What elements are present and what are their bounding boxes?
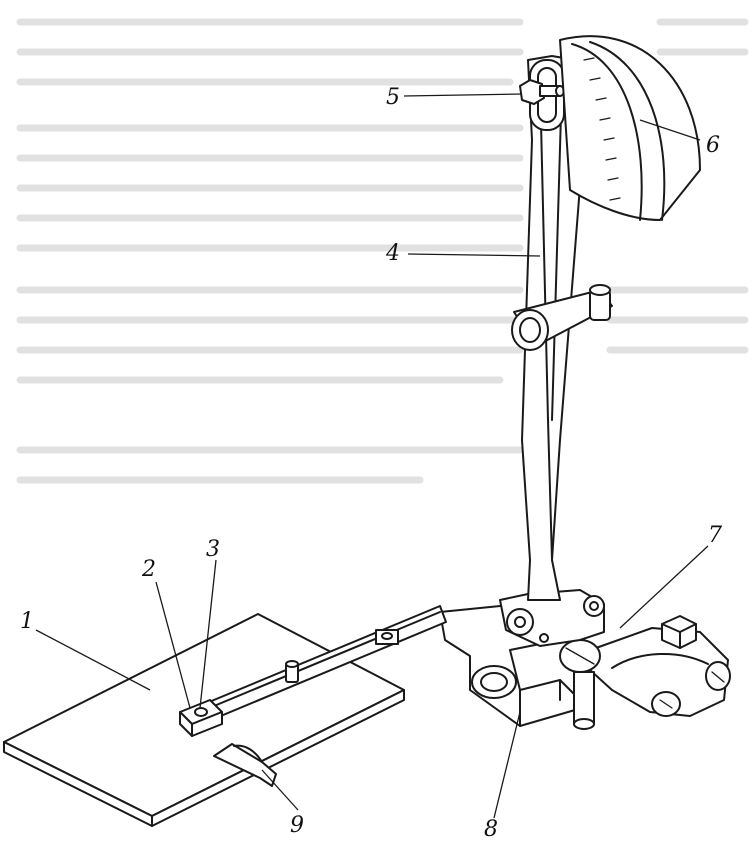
pivot-base [499, 589, 605, 647]
cross-link [511, 284, 613, 351]
callout-1: 1 [20, 609, 34, 634]
callout-labels: 1 2 3 4 5 6 7 8 9 [20, 85, 722, 842]
callout-3: 3 [206, 537, 220, 562]
callout-2: 2 [141, 557, 156, 582]
callout-5: 5 [386, 85, 400, 110]
background-text-lines [16, 18, 749, 484]
callout-7: 7 [708, 523, 722, 548]
leader-lines [35, 93, 709, 819]
arm-tip-block [179, 699, 223, 737]
clamp-assembly [559, 615, 731, 730]
callout-9: 9 [290, 813, 304, 838]
callout-4: 4 [385, 241, 400, 266]
callout-6: 6 [706, 133, 720, 158]
spring-clip [213, 743, 277, 787]
scale-ticks [583, 57, 621, 201]
callout-8: 8 [484, 817, 498, 842]
top-bolt [519, 79, 565, 105]
scale-sector [559, 35, 701, 221]
